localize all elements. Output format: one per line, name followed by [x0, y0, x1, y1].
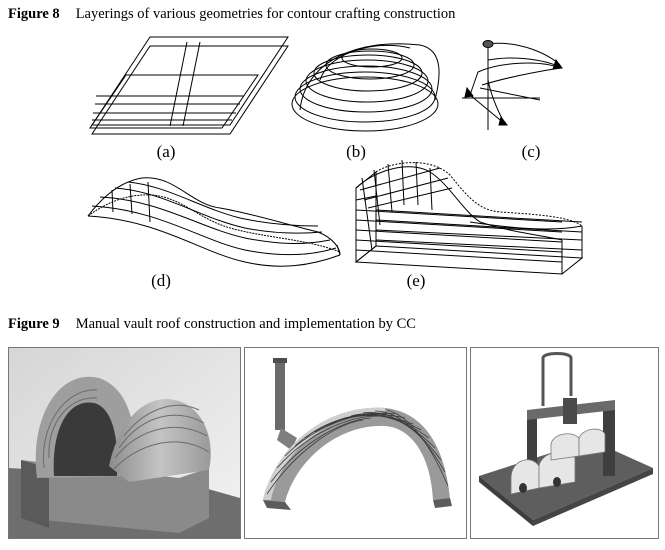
figure-8-number: Figure 8 [8, 6, 60, 22]
diagram-b-dome-layers [291, 43, 440, 132]
label-d: (d) [151, 271, 171, 290]
figure-8-title: Layerings of various geometries for cont… [75, 6, 456, 22]
photo-cc-vault-rendering [244, 347, 467, 539]
figure-9-number: Figure 9 [8, 316, 60, 332]
photo-manual-vault [8, 347, 241, 539]
figure-8-drawings [87, 36, 584, 275]
diagram-a-planar-layers [89, 36, 289, 135]
label-c: (c) [521, 142, 541, 161]
diagram-e-layered-block [354, 159, 584, 275]
diagram-d-freeform-wall [87, 177, 341, 267]
label-a: (a) [156, 142, 176, 161]
figure-9-caption: Figure 9 Manual vault roof construction a… [8, 316, 416, 333]
diagram-c-path-planning [462, 40, 563, 130]
label-e: (e) [406, 271, 426, 290]
figure-9-title: Manual vault roof construction and imple… [75, 316, 416, 332]
photo-cc-machine-model [470, 347, 659, 539]
label-b: (b) [346, 142, 366, 161]
figure-8-caption: Figure 8 Layerings of various geometries … [8, 6, 455, 23]
